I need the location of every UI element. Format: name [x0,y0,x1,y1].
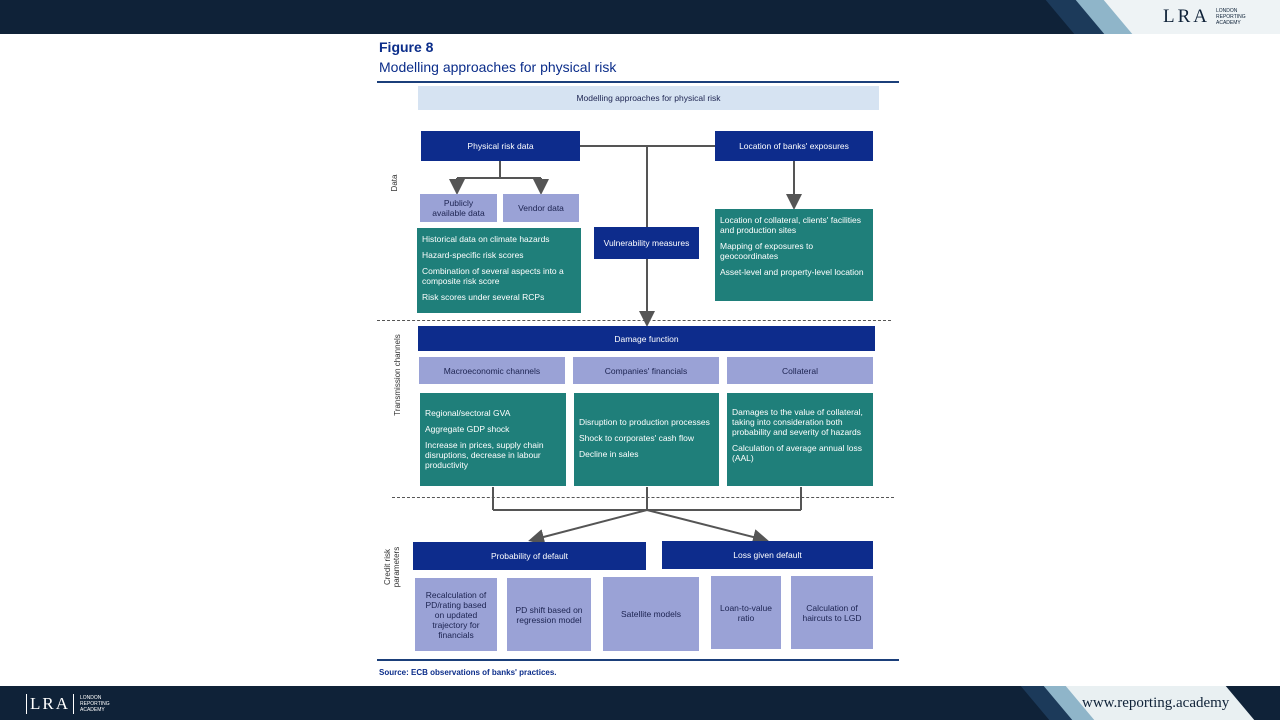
vulnerability-measures-box: Vulnerability measures [594,227,699,259]
channel-collateral: Collateral [727,357,873,384]
location-item: Asset-level and property-level location [720,267,864,277]
model-loan-to-value: Loan-to-value ratio [711,576,781,649]
model-haircuts-lgd: Calculation of haircuts to LGD [791,576,873,649]
section-label-transmission: Transmission channels [393,334,402,416]
diagram-header: Modelling approaches for physical risk [418,86,879,110]
physical-risk-data-box: Physical risk data [421,131,580,161]
top-bar: LRA LONDON REPORTING ACADEMY [0,0,1280,34]
macro-detail-box: Regional/sectoral GVA Aggregate GDP shoc… [420,393,566,486]
website-link[interactable]: www.reporting.academy [1082,695,1230,711]
damage-function-box: Damage function [418,326,875,351]
model-pd-recalculation: Recalculation of PD/rating based on upda… [415,578,497,651]
section-label-data: Data [390,174,399,192]
section-divider-1 [377,320,891,321]
figure-bottom-rule [377,659,899,661]
hazard-item: Hazard-specific risk scores [422,250,524,260]
location-item: Location of collateral, clients' facilit… [720,215,861,235]
figure-source: Source: ECB observations of banks' pract… [379,668,557,677]
bottom-logo: LRA LONDON REPORTING ACADEMY [26,694,114,714]
section-label-credit-line2: parameters [392,546,401,588]
figure-top-rule [377,81,899,83]
figure-label: Figure 8 [379,39,434,55]
collateral-item: Damages to the value of collateral, taki… [732,407,863,437]
hazard-data-box: Historical data on climate hazards Hazar… [417,228,581,313]
channel-macroeconomic: Macroeconomic channels [419,357,565,384]
loss-given-default-box: Loss given default [662,541,873,569]
location-item: Mapping of exposures to geocoordinates [720,241,814,261]
location-detail-box: Location of collateral, clients' facilit… [715,209,873,301]
collateral-detail-box: Damages to the value of collateral, taki… [727,393,873,486]
bottom-logo-subtitle: LONDON REPORTING ACADEMY [80,695,110,713]
section-label-credit-line1: Credit risk [383,549,392,586]
section-label-credit: Credit risk parameters [383,532,403,602]
top-logo: LRA LONDON REPORTING ACADEMY [1163,6,1250,28]
bottom-logo-mark: LRA [26,694,74,714]
macro-item: Aggregate GDP shock [425,424,510,434]
bottom-bar: LRA LONDON REPORTING ACADEMY www.reporti… [0,686,1280,720]
company-item: Shock to corporates' cash flow [579,433,695,443]
location-exposures-box: Location of banks' exposures [715,131,873,161]
section-divider-2 [392,497,894,498]
macro-item: Regional/sectoral GVA [425,408,511,418]
hazard-item: Historical data on climate hazards [422,234,550,244]
hazard-item: Combination of several aspects into a co… [422,266,564,286]
hazard-item: Risk scores under several RCPs [422,292,545,302]
model-satellite: Satellite models [603,577,699,651]
company-item: Decline in sales [579,449,639,459]
collateral-item: Calculation of average annual loss (AAL) [732,443,862,463]
vendor-data-box: Vendor data [503,194,579,222]
publicly-available-box: Publicly available data [420,194,497,222]
model-pd-shift: PD shift based on regression model [507,578,591,651]
channel-companies: Companies' financials [573,357,719,384]
logo-mark: LRA [1163,6,1210,27]
logo-subtitle: LONDON REPORTING ACADEMY [1216,8,1246,26]
figure-title: Modelling approaches for physical risk [379,59,617,75]
company-item: Disruption to production processes [579,417,710,427]
probability-of-default-box: Probability of default [413,542,646,570]
macro-item: Increase in prices, supply chain disrupt… [425,440,544,470]
company-detail-box: Disruption to production processes Shock… [574,393,719,486]
